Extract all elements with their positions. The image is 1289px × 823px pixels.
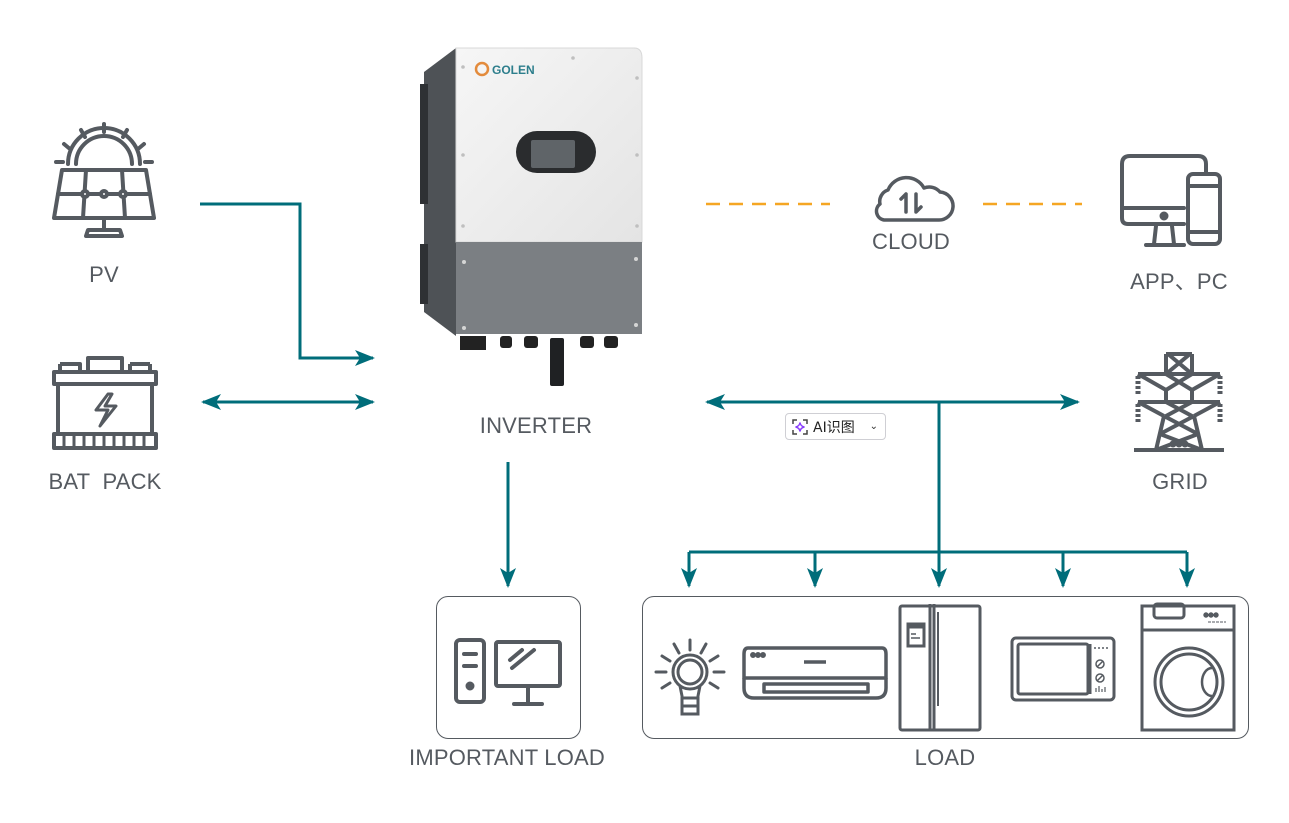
washing-machine-icon (1140, 602, 1236, 732)
battery-label: BAT PACK (48, 469, 162, 494)
monitor-phone-icon (1120, 154, 1222, 247)
load-box (642, 596, 1249, 739)
pv-to-inverter-line (200, 202, 375, 366)
cloud-label: CLOUD (871, 229, 951, 254)
important-load-box (436, 596, 581, 739)
microwave-icon (1010, 636, 1116, 702)
battery-icon (52, 356, 158, 450)
grid-label: GRID (1152, 469, 1208, 494)
solar-panel-icon (52, 122, 156, 238)
ai-sparkle-icon (792, 418, 808, 435)
refrigerator-icon (898, 604, 982, 732)
desktop-computer-icon (454, 638, 562, 706)
chevron-down-icon[interactable]: ⌄ (869, 421, 878, 432)
light-bulb-icon (654, 638, 726, 716)
air-conditioner-icon (742, 646, 888, 700)
important-load-label: IMPORTANT LOAD (409, 745, 605, 770)
cloud-sync-icon (874, 175, 955, 222)
inverter-brand-logo: GOLEN (492, 63, 535, 77)
load-label: LOAD (914, 745, 976, 770)
pv-label: PV (89, 262, 119, 287)
power-tower-icon (1134, 352, 1224, 452)
ai-image-recognition-button[interactable]: AI识图 ⌄ (785, 413, 886, 440)
app-pc-label: APP、PC (1130, 269, 1228, 294)
ai-chip-label: AI识图 (813, 419, 855, 436)
inverter-label: INVERTER (479, 413, 593, 438)
inverter-image: GOLEN (420, 47, 643, 386)
